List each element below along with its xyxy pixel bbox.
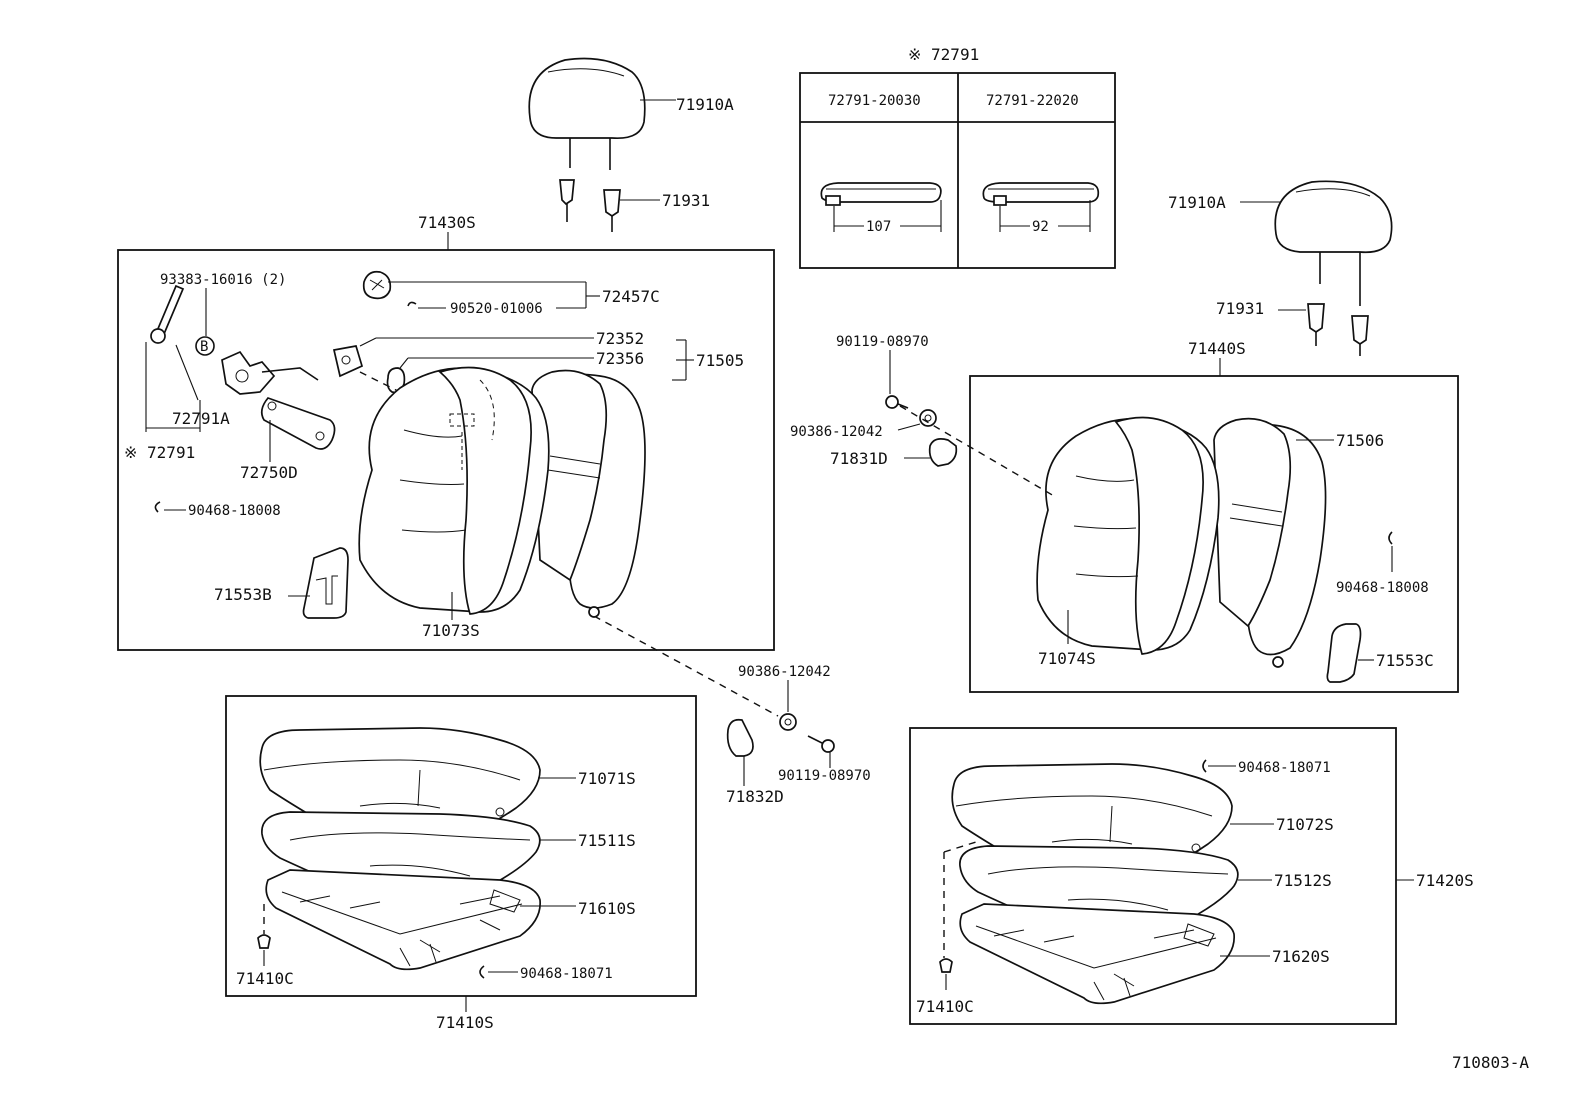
clip-icon-90468-18071-right — [1202, 759, 1207, 773]
label-90468-18071-right: 90468-18071 — [1238, 760, 1331, 776]
label-71910A-right: 71910A — [1168, 193, 1226, 212]
armrest-107-icon — [820, 182, 942, 232]
label-72356: 72356 — [596, 349, 644, 368]
label-90468-18008-left: 90468-18008 — [188, 503, 281, 519]
recliner-bolt — [150, 284, 185, 344]
label-71931-right: 71931 — [1216, 299, 1264, 318]
clip-icon-90468-18071-left — [479, 965, 485, 979]
seat-cushion-left-box — [225, 695, 697, 997]
nut-90386-top — [919, 409, 937, 427]
armrest-92-icon — [982, 182, 1100, 232]
seat-back-left-box — [117, 249, 775, 651]
hinge-cover-71831D — [928, 438, 958, 467]
label-71074S: 71074S — [1038, 649, 1096, 668]
seatback-cover-left — [358, 366, 550, 615]
label-90119-top: 90119-08970 — [836, 334, 929, 350]
seat-cushion-right-box — [909, 727, 1397, 1025]
label-72791A: 72791A — [172, 409, 230, 428]
label-72791-star: ※ 72791 — [124, 443, 195, 462]
label-90520: 90520-01006 — [450, 301, 543, 317]
label-71072S: 71072S — [1276, 815, 1334, 834]
clip-71410C-right — [939, 958, 953, 973]
label-71505: 71505 — [696, 351, 744, 370]
label-71832D: 71832D — [726, 787, 784, 806]
recliner-mechanism — [221, 350, 336, 450]
clip-icon-left — [154, 501, 161, 513]
inset-title: ※ 72791 — [908, 45, 979, 64]
label-71910A-left: 71910A — [676, 95, 734, 114]
label-72750D: 72750D — [240, 463, 298, 482]
label-71931-left: 71931 — [662, 191, 710, 210]
label-90386-bottom: 90386-12042 — [738, 664, 831, 680]
seat-back-right-box — [969, 375, 1459, 693]
circle-b-marker — [195, 336, 215, 356]
clip-icon-right — [1388, 531, 1393, 545]
headrest-support-left — [559, 179, 660, 232]
cover-71553C — [1326, 623, 1362, 683]
clip-icon-90520 — [407, 301, 417, 307]
seatback-cover-right — [1036, 416, 1220, 655]
label-71440S: 71440S — [1188, 339, 1246, 358]
inset-col1-header: 72791-20030 — [828, 93, 921, 109]
label-71071S: 71071S — [578, 769, 636, 788]
label-71553C: 71553C — [1376, 651, 1434, 670]
label-90119-bottom: 90119-08970 — [778, 768, 871, 784]
seatback-pad-left — [531, 369, 646, 609]
bracket-72352 — [332, 345, 364, 378]
headrest-left — [528, 57, 676, 170]
label-71410C-left: 71410C — [236, 969, 294, 988]
label-72352: 72352 — [596, 329, 644, 348]
seat-frame-right — [959, 903, 1235, 1005]
label-71620S: 71620S — [1272, 947, 1330, 966]
label-71410S: 71410S — [436, 1013, 494, 1032]
headrest-support-right — [1307, 303, 1369, 356]
label-71553B: 71553B — [214, 585, 272, 604]
hinge-cover-71832D — [726, 718, 754, 757]
dim-107: 107 — [866, 219, 891, 235]
label-71430S: 71430S — [418, 213, 476, 232]
headrest-right — [1274, 180, 1393, 306]
label-circle-b: B — [200, 339, 208, 355]
seat-frame-left — [265, 869, 541, 971]
label-93383: 93383-16016 (2) — [160, 272, 286, 288]
label-71420S: 71420S — [1416, 871, 1474, 890]
label-71511S: 71511S — [578, 831, 636, 850]
bolt-90119-bottom — [807, 735, 835, 753]
bolt-90119-top — [885, 395, 909, 409]
nut-90386-bottom — [779, 713, 797, 731]
label-71073S: 71073S — [422, 621, 480, 640]
label-71410C-right: 71410C — [916, 997, 974, 1016]
inset-table: ※ 72791 72791-20030 72791-22020 107 92 — [799, 45, 1116, 269]
cover-71553B — [302, 547, 349, 619]
label-90468-18071-left: 90468-18071 — [520, 966, 613, 982]
cover-72356 — [386, 367, 406, 394]
release-knob — [362, 270, 392, 300]
seatback-pad-right — [1213, 417, 1327, 656]
label-71512S: 71512S — [1274, 871, 1332, 890]
label-72457C: 72457C — [602, 287, 660, 306]
figure-id: 710803-A — [1452, 1053, 1529, 1072]
inset-col2-header: 72791-22020 — [986, 93, 1079, 109]
label-71610S: 71610S — [578, 899, 636, 918]
label-90386-top: 90386-12042 — [790, 424, 883, 440]
clip-71410C-left — [257, 934, 271, 949]
label-71831D: 71831D — [830, 449, 888, 468]
label-71506: 71506 — [1336, 431, 1384, 450]
dim-92: 92 — [1032, 219, 1049, 235]
label-90468-18008-right: 90468-18008 — [1336, 580, 1429, 596]
